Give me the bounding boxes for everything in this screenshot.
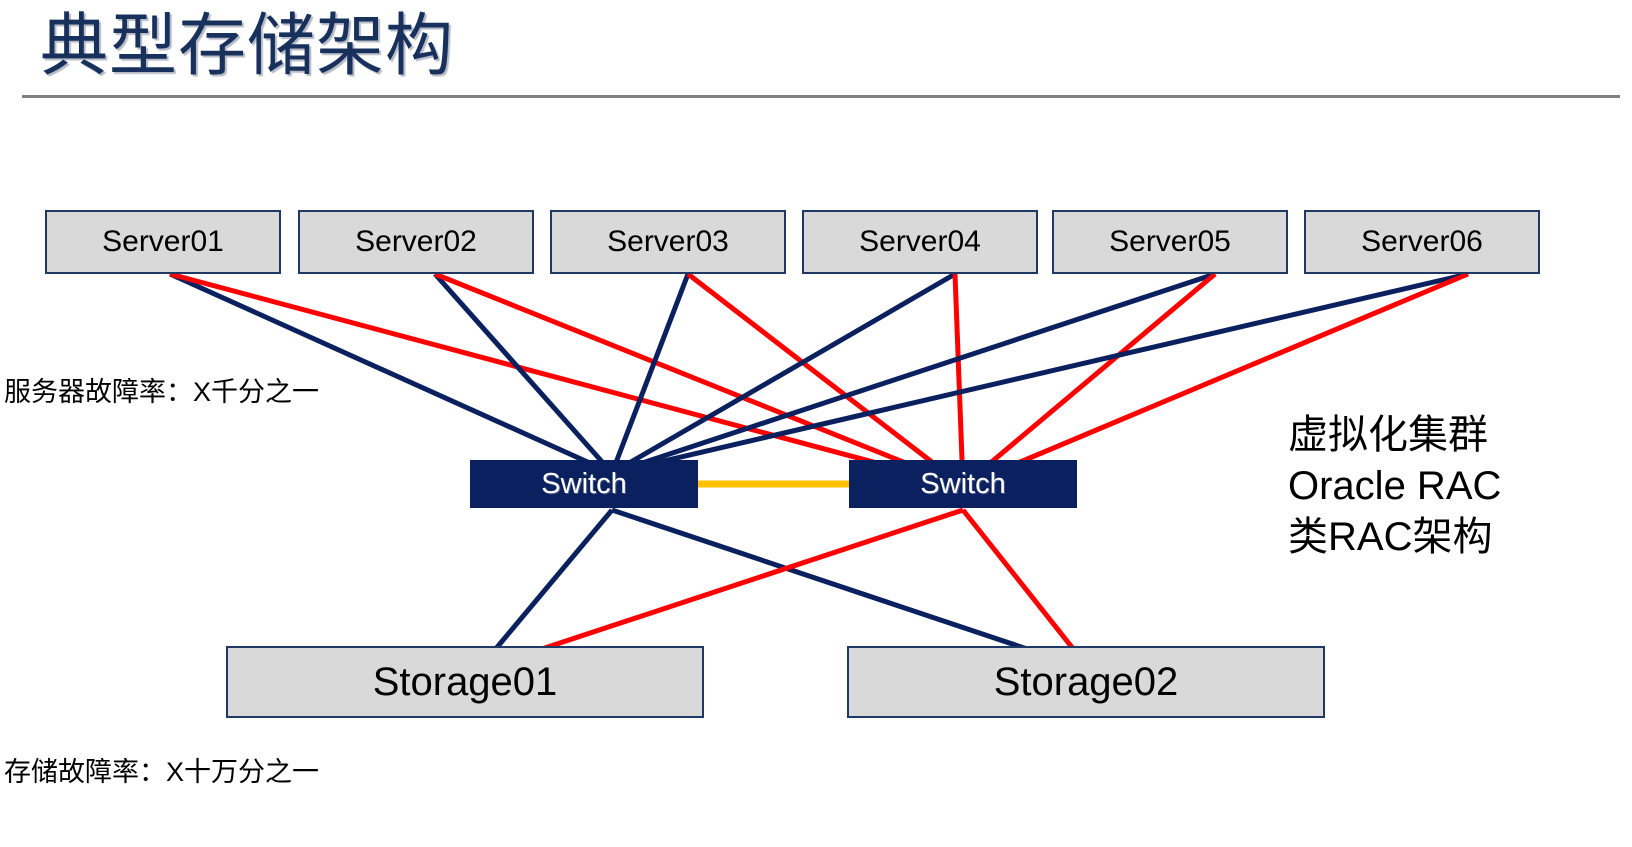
link-server05-to-switch-left	[611, 271, 1216, 476]
node-label: Server03	[607, 225, 729, 258]
title-divider	[22, 95, 1620, 98]
storage-failure-rate-note: 存储故障率：X十万分之一	[4, 757, 320, 787]
node-server05[interactable]: Server05	[1052, 210, 1288, 274]
node-storage02[interactable]: Storage02	[847, 646, 1325, 718]
node-label: Server06	[1361, 225, 1483, 258]
server-failure-rate-note: 服务器故障率：X千分之一	[4, 377, 320, 407]
link-server01-to-switch-left	[168, 271, 614, 476]
node-server03[interactable]: Server03	[550, 210, 786, 274]
node-server06[interactable]: Server06	[1304, 210, 1540, 274]
node-storage01[interactable]: Storage01	[226, 646, 704, 718]
link-server04-to-switch-left	[610, 271, 957, 476]
cluster-architecture-note: 虚拟化集群 Oracle RAC 类RAC架构	[1288, 410, 1501, 563]
link-server06-to-switch-right	[962, 271, 1469, 489]
node-server01[interactable]: Server01	[45, 210, 281, 274]
page-title: 典型存储架构	[40, 8, 455, 84]
node-label: Storage02	[993, 659, 1179, 704]
node-switch-left[interactable]: Switch	[470, 460, 698, 508]
node-label: Switch	[541, 467, 627, 500]
link-server05-to-switch-right	[961, 272, 1217, 488]
node-server02[interactable]: Server02	[298, 210, 534, 274]
node-label: Server04	[859, 225, 981, 258]
node-label: Server05	[1109, 225, 1231, 258]
node-label: Server02	[355, 225, 477, 258]
link-server04-to-switch-right	[952, 273, 966, 487]
node-label: Switch	[920, 467, 1006, 500]
link-server02-to-switch-right	[434, 271, 964, 489]
cluster-note-line-2: Oracle RAC	[1288, 464, 1502, 508]
link-switch-right-to-storage02	[961, 508, 1092, 672]
link-switch-left-to-storage01	[476, 508, 614, 672]
node-label: Storage01	[372, 659, 558, 704]
node-server04[interactable]: Server04	[802, 210, 1038, 274]
link-server06-to-switch-left	[611, 271, 1469, 476]
link-switch-left-to-storage02	[611, 507, 1091, 673]
link-server01-to-switch-right	[169, 271, 964, 489]
node-label: Server01	[102, 225, 224, 258]
link-server03-to-switch-right	[686, 272, 965, 488]
node-switch-right[interactable]: Switch	[849, 460, 1077, 508]
link-server02-to-switch-left	[433, 272, 614, 475]
link-server03-to-switch-left	[609, 273, 691, 474]
cluster-note-line-1: 虚拟化集群	[1288, 413, 1488, 457]
cluster-note-line-3: 类RAC架构	[1288, 515, 1493, 559]
link-switch-right-to-storage01	[477, 507, 964, 673]
